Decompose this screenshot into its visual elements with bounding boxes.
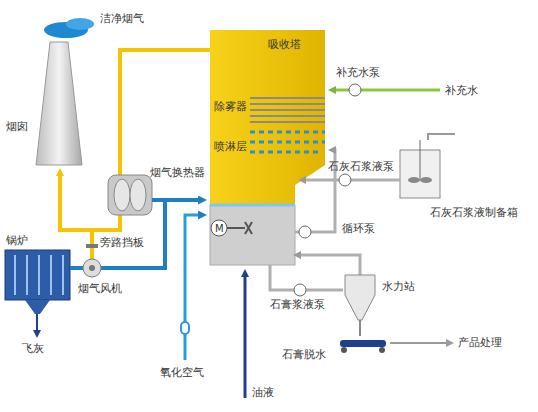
spray-label: 喷淋层 xyxy=(214,140,247,153)
damper-label: 旁路挡板 xyxy=(100,236,144,249)
pump-label: 石灰石浆液泵 xyxy=(328,160,394,173)
exchanger-label: 烟气换热器 xyxy=(150,166,205,179)
pump-label: 石膏浆液泵 xyxy=(270,298,325,311)
clean-gas-label: 洁净烟气 xyxy=(100,12,144,25)
pump-label: 循环泵 xyxy=(342,222,375,235)
water-label: 补充水 xyxy=(445,84,478,97)
demister-label: 除雾器 xyxy=(214,100,247,113)
ash-label: 飞灰 xyxy=(22,342,44,355)
product-label: 产品处理 xyxy=(458,336,502,349)
boiler-label: 锅炉 xyxy=(6,234,28,247)
chimney-label: 烟囱 xyxy=(6,120,28,133)
cyclone-label: 水力站 xyxy=(382,280,415,293)
pump-label: 补充水泵 xyxy=(336,66,380,79)
motor-label: M xyxy=(215,222,223,235)
oil-label: 油液 xyxy=(252,386,274,399)
tank-label: 石灰石浆液制备箱 xyxy=(430,206,518,219)
dewater-label: 石膏脱水 xyxy=(282,348,326,361)
absorber-label: 吸收塔 xyxy=(268,38,301,51)
fan-label: 烟气风机 xyxy=(78,282,122,295)
air-label: 氧化空气 xyxy=(160,366,204,379)
